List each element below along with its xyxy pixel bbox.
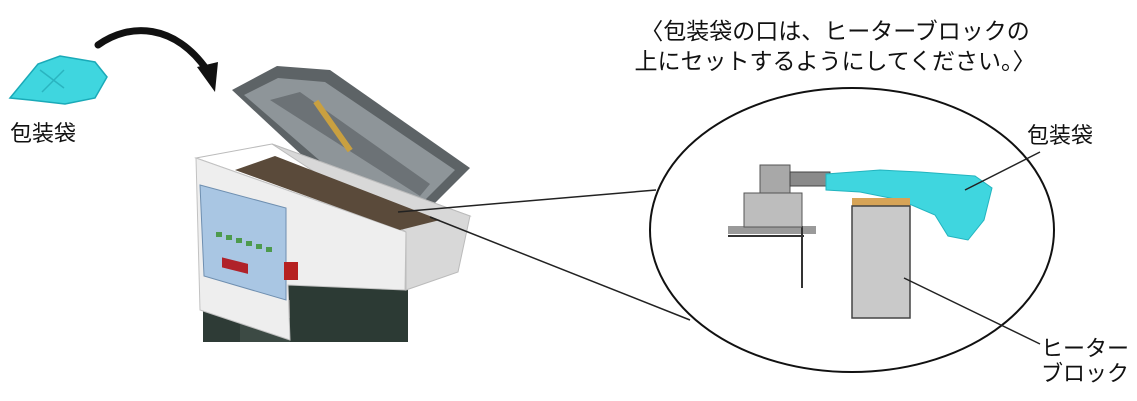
label-packaging-bag-left: 包装袋: [10, 122, 77, 147]
zoom-lines: [397, 189, 691, 321]
caption-line-2: 上にセットするようにしてください。〉: [634, 48, 1036, 75]
packaging-bag-illustration: [8, 55, 108, 105]
heater-block-detail: [851, 198, 911, 319]
label-heater-line-2: ブロック: [1041, 362, 1130, 388]
vacuum-sealer-machine: [194, 66, 472, 342]
curved-arrow-icon: [94, 27, 218, 92]
label-heater-block: ヒーター ブロック: [1041, 337, 1129, 388]
label-heater-line-1: ヒーター: [1041, 337, 1130, 362]
packaging-bag-detail: [825, 169, 993, 241]
leader-lines: [903, 151, 1041, 345]
clamp-bar-detail: [728, 164, 831, 288]
instruction-caption: 〈包装袋の口は、ヒーターブロックの 上にセットするようにしてください。〉: [575, 18, 1095, 78]
label-packaging-bag-right: 包装袋: [1027, 124, 1094, 149]
caption-line-1: 〈包装袋の口は、ヒーターブロックの: [640, 19, 1030, 45]
